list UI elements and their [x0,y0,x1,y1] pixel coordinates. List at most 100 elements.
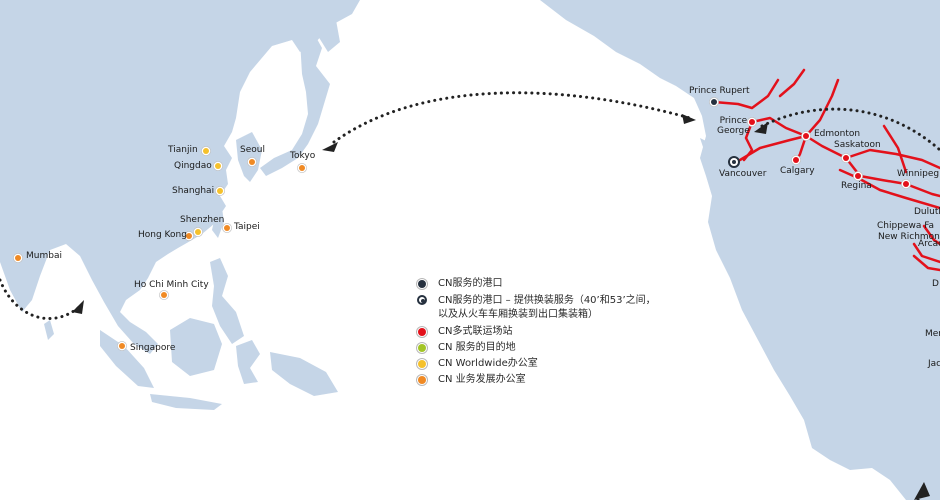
route-arrowhead [72,300,84,314]
city-label-singapore: Singapore [130,343,176,353]
land-borneo [170,318,222,376]
marker-taipei [224,225,230,231]
land-sri-lanka [44,320,54,340]
city-label-shenzhen: Shenzhen [180,215,225,225]
land-new-guinea [270,352,338,396]
city-label-saskatoon: Saskatoon [834,140,881,150]
land-hokkaido [316,0,340,52]
route-arrowhead [322,142,338,152]
land-japan [260,30,330,176]
rail-line [712,78,780,110]
land-taiwan [212,208,224,238]
destination-marker-icon [418,344,426,352]
city-label-vancouver: Vancouver [719,169,767,179]
rail-line [844,148,940,170]
marker-center-vancouver [732,160,736,164]
land-vancouver-island [700,138,726,168]
city-label-calgary: Calgary [780,166,815,176]
legend-item-port: CN服务的港口 [416,276,686,292]
marker-tokyo [299,165,305,171]
port-marker-icon [418,280,426,288]
city-label-tianjin: Tianjin [168,145,198,155]
land-asia [0,0,360,354]
marker-regina [855,173,861,179]
marker-edmonton [803,133,809,139]
city-label-d: D [932,279,939,289]
marker-hong-kong [186,233,192,239]
route-arrowheads [72,114,930,500]
city-label-new-richmond: New Richmond [878,232,940,242]
marker-mumbai [15,255,21,261]
city-label-ho-chi-minh-city: Ho Chi Minh City [134,280,209,290]
city-label-hong-kong: Hong Kong [138,230,187,240]
city-label-edmonton: Edmonton [814,129,861,139]
city-label-arcadia: Arcad [918,239,940,249]
marker-prince [749,119,755,125]
route-transpacific [332,91,692,144]
city-label-qingdao: Qingdao [174,161,212,171]
land-north-america [540,0,940,500]
rail-line [738,134,808,162]
route-indian-ocean [0,278,80,320]
route-canada-east [760,107,940,152]
city-label-shanghai: Shanghai [172,186,215,196]
intermodal-marker-icon [418,328,426,336]
city-label-prince-george-line2: George [717,126,750,136]
marker-qingdao [215,163,221,169]
city-label-memphis: Mem [925,329,940,339]
marker-shanghai [217,188,223,194]
transload-port-marker-center [421,299,425,303]
rail-line [750,116,808,138]
legend-label: CN多式联运场站 [438,326,513,337]
transload-port-marker-icon [417,295,427,305]
city-label-tokyo: Tokyo [290,151,316,161]
legend-item-transload-port: CN服务的港口 – 提供换装服务（40’和53’之间， 以及从火车车厢换装到出口… [416,292,686,324]
city-label-prince-george-line1: Prince [719,116,748,126]
legend-label: CN服务的港口 [438,278,503,289]
legend-item-intermodal: CN多式联运场站 [416,324,686,340]
land-korea [236,132,262,182]
marker-ho-chi-minh-city [161,292,167,298]
legend-item-business-office: CN 业务发展办公室 [416,372,686,388]
legend-label: CN Worldwide办公室 [438,358,538,369]
legend-item-destination: CN 服务的目的地 [416,340,686,356]
land-philippines [210,258,244,344]
city-label-regina: Regina [841,181,872,191]
worldwide-office-marker-icon [418,360,426,368]
land-java [150,394,222,410]
land-baja [760,380,800,474]
marker-saskatoon [843,155,849,161]
rail-line [912,242,940,264]
land-sulawesi [236,340,260,384]
route-arrowhead [754,122,768,134]
city-label-mumbai: Mumbai [26,251,62,261]
marker-seoul [249,159,255,165]
rail-line [804,134,940,198]
city-label-seoul: Seoul [240,145,265,155]
map-legend: CN服务的港口 CN服务的港口 – 提供换装服务（40’和53’之间， 以及从火… [416,276,686,388]
marker-prince-rupert [711,99,717,105]
rail-line [912,254,940,272]
marker-calgary [793,157,799,163]
route-arrowhead [682,114,696,124]
marker-singapore [119,343,125,349]
rail-line [838,168,940,210]
marker-tianjin [203,148,209,154]
city-label-prince-rupert: Prince Rupert [689,86,750,96]
city-label-winnipeg: Winnipeg [897,169,940,179]
legend-label-line2: 以及从火车车厢换装到出口集装箱） [438,309,598,320]
city-markers [13,97,911,351]
legend-label: CN 服务的目的地 [438,342,516,353]
city-label-duluth: Duluth [914,207,940,217]
land-sumatra [100,330,154,388]
city-label-jackson: Jac [928,359,940,369]
route-arrowhead [914,482,930,500]
rail-line [882,124,908,174]
marker-shenzhen [195,229,201,235]
rail-line [922,224,940,246]
rail-line [778,68,806,98]
legend-item-worldwide-office: CN Worldwide办公室 [416,356,686,372]
business-office-marker-icon [418,376,426,384]
